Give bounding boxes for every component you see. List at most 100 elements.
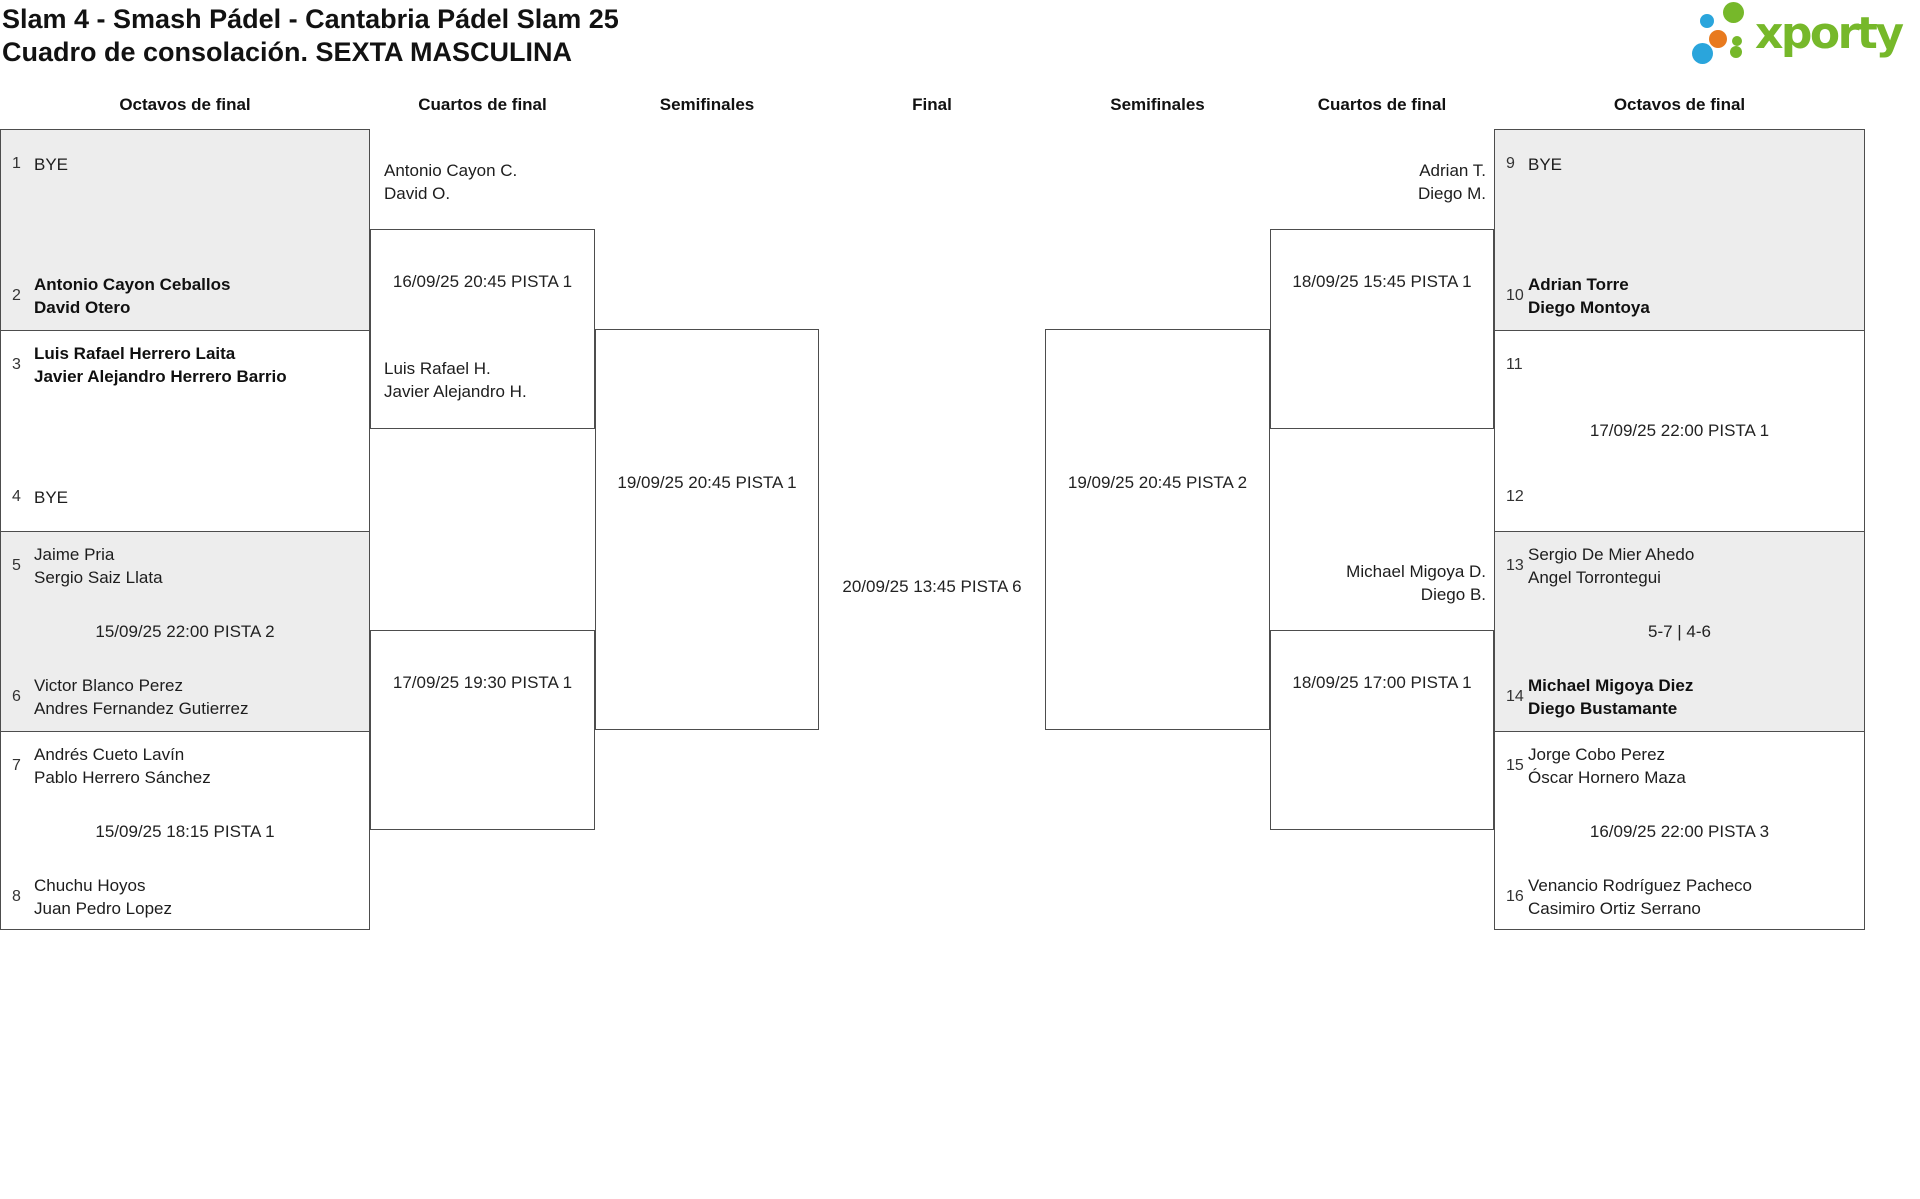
- team-name: Diego B.: [1420, 585, 1486, 604]
- qf-team-label: Antonio Cayon C. David O.: [384, 159, 517, 205]
- page-title: Slam 4 - Smash Pádel - Cantabria Pádel S…: [2, 3, 619, 69]
- logo-dot-green-large: [1723, 2, 1744, 23]
- team-name: Diego Bustamante: [1528, 699, 1678, 718]
- logo-dot-blue-large: [1692, 43, 1713, 64]
- logo-dot-blue-small: [1700, 14, 1714, 28]
- team-name: Andres Fernandez Gutierrez: [34, 699, 249, 718]
- seed-number: 14: [1506, 688, 1524, 705]
- match-schedule: 18/09/25 17:00 PISTA 1: [1292, 673, 1472, 692]
- match-schedule: 17/09/25 19:30 PISTA 1: [392, 673, 573, 692]
- match-schedule-final: 20/09/25 13:45 PISTA 6: [842, 577, 1022, 596]
- team-name: Casimiro Ortiz Serrano: [1528, 899, 1701, 918]
- logo-wordmark: xporty: [1755, 8, 1904, 59]
- team-name: Sergio De Mier Ahedo: [1528, 545, 1695, 564]
- match-cell-11-12: 11 17/09/25 22:00 PISTA 1 12: [1495, 330, 1864, 531]
- team-name: Michael Migoya Diez: [1528, 676, 1694, 695]
- team-name: Javier Alejandro H.: [384, 382, 527, 401]
- qf-team-label: Luis Rafael H. Javier Alejandro H.: [384, 357, 527, 403]
- team-slot-12: 12: [1495, 474, 1864, 520]
- round-header-left-octavos: Octavos de final: [119, 95, 251, 114]
- team-slot-4: 4 BYE: [1, 474, 369, 520]
- team-name: Antonio Cayon Ceballos: [34, 275, 231, 294]
- team-name: BYE: [34, 487, 69, 507]
- round-header-left-semis: Semifinales: [659, 95, 755, 114]
- seed-number: 12: [1506, 488, 1524, 505]
- seed-number: 6: [12, 688, 21, 705]
- team-name: BYE: [34, 154, 69, 174]
- team-name: Luis Rafael Herrero Laita: [34, 344, 236, 363]
- seed-number: 5: [12, 557, 21, 574]
- seed-number: 4: [12, 488, 21, 505]
- seed-number: 2: [12, 287, 21, 304]
- match-box-quarterfinal-left-1: Antonio Cayon C. David O. 16/09/25 20:45…: [370, 161, 595, 429]
- team-name: Javier Alejandro Herrero Barrio: [34, 367, 287, 386]
- match-schedule: 19/09/25 20:45 PISTA 2: [1067, 473, 1248, 492]
- team-name: Pablo Herrero Sánchez: [34, 768, 211, 787]
- match-box-quarterfinal-right-2: Michael Migoya D. Diego B. 18/09/25 17:0…: [1270, 562, 1494, 830]
- team-name: Jorge Cobo Perez: [1528, 745, 1666, 764]
- team-slot-11: 11: [1495, 342, 1864, 388]
- team-name: Adrian T.: [1419, 161, 1486, 180]
- match-schedule: 15/09/25 18:15 PISTA 1: [95, 821, 275, 841]
- round-header-final: Final: [912, 95, 952, 114]
- team-name: David Otero: [34, 298, 131, 317]
- seed-number: 3: [12, 356, 21, 373]
- match-schedule: 18/09/25 15:45 PISTA 1: [1292, 272, 1472, 291]
- match-schedule: 19/09/25 20:45 PISTA 1: [617, 473, 797, 492]
- seed-number: 13: [1506, 557, 1524, 574]
- logo-dot-green-small: [1730, 46, 1742, 58]
- team-name: Óscar Hornero Maza: [1528, 768, 1686, 787]
- team-name: Chuchu Hoyos: [34, 876, 146, 895]
- qf-team-label: Adrian T. Diego M.: [1418, 159, 1486, 205]
- seed-number: 10: [1506, 287, 1524, 304]
- team-name: Antonio Cayon C.: [384, 161, 518, 180]
- team-name: BYE: [1528, 154, 1563, 174]
- seed-number: 9: [1506, 155, 1515, 172]
- round-header-right-semis: Semifinales: [1110, 95, 1205, 114]
- team-name: David O.: [384, 184, 451, 203]
- seed-number: 16: [1506, 888, 1524, 905]
- page-title-line1: Slam 4 - Smash Pádel - Cantabria Pádel S…: [2, 4, 619, 34]
- match-schedule: 17/09/25 22:00 PISTA 1: [1589, 421, 1770, 440]
- seed-number: 7: [12, 757, 21, 774]
- match-score: 5-7 | 4-6: [1647, 621, 1711, 641]
- seed-number: 1: [12, 155, 21, 172]
- seed-number: 15: [1506, 757, 1524, 774]
- team-name: Adrian Torre: [1528, 275, 1629, 294]
- seed-number: 8: [12, 888, 21, 905]
- team-name: Sergio Saiz Llata: [34, 568, 163, 587]
- team-name: Diego Montoya: [1528, 298, 1650, 317]
- match-schedule: 16/09/25 22:00 PISTA 3: [1589, 821, 1770, 841]
- match-box-quarterfinal-left-2: 17/09/25 19:30 PISTA 1: [370, 630, 595, 830]
- match-schedule: 15/09/25 22:00 PISTA 2: [95, 621, 275, 641]
- page-title-line2: Cuadro de consolación. SEXTA MASCULINA: [2, 37, 573, 67]
- xporty-logo[interactable]: xporty: [1685, 2, 1920, 74]
- team-slot-9: 9 BYE: [1495, 141, 1864, 187]
- team-name: Angel Torrontegui: [1528, 568, 1661, 587]
- match-schedule: 16/09/25 20:45 PISTA 1: [392, 272, 573, 291]
- match-box-quarterfinal-right-1: Adrian T. Diego M. 18/09/25 15:45 PISTA …: [1270, 161, 1494, 429]
- team-name: Jaime Pria: [34, 545, 115, 564]
- team-name: Victor Blanco Perez: [34, 676, 183, 695]
- team-name: Andrés Cueto Lavín: [34, 745, 185, 764]
- team-name: Juan Pedro Lopez: [34, 899, 172, 918]
